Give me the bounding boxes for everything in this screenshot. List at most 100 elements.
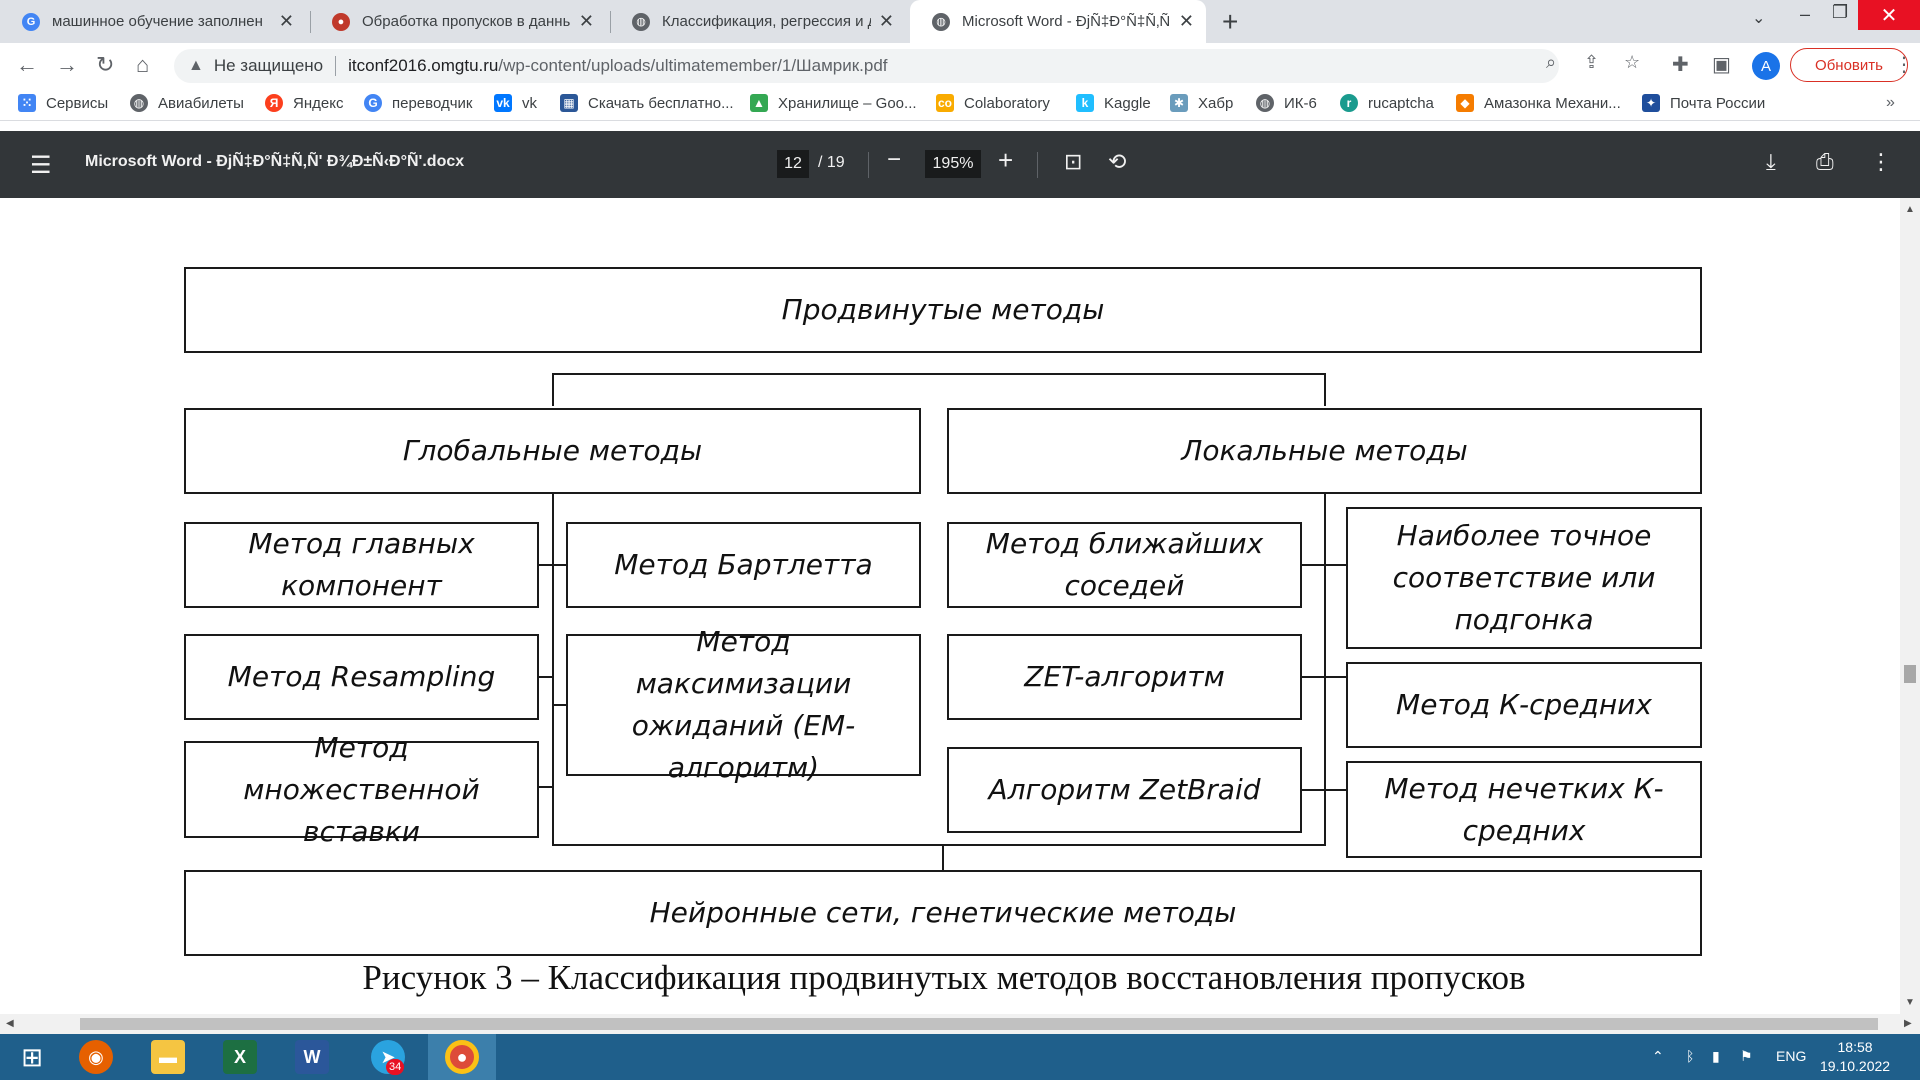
horizontal-scrollbar[interactable]: ◀ ▶ xyxy=(0,1014,1920,1034)
connector-line xyxy=(554,704,568,706)
notification-badge: 34 xyxy=(386,1059,405,1075)
clock-time: 18:58 xyxy=(1837,1039,1873,1055)
system-clock[interactable]: 18:58 19.10.2022 xyxy=(1820,1038,1890,1076)
windows-taskbar: ⊞ ◉ ▬ X W ➤ 34 ● ⌃ ᛒ ▮ ⚑ ENG 18:58 19.10… xyxy=(0,1034,1920,1080)
pdf-page-view[interactable]: Продвинутые методы Глобальные методы Лок… xyxy=(0,198,1900,1014)
browser-toolbar: ← → ↻ ⌂ ▲ Не защищено itconf2016.omgtu.r… xyxy=(0,43,1920,88)
minimize-icon[interactable]: – xyxy=(1800,4,1811,24)
zoom-icon[interactable]: ⌕ xyxy=(1546,52,1557,72)
google-icon: G xyxy=(22,12,40,31)
connector-line xyxy=(1300,564,1348,566)
tab-search-icon[interactable]: ⌄ xyxy=(1752,10,1766,27)
divider xyxy=(1037,152,1038,178)
diagram-box-method: Алгоритм ZetBraid xyxy=(947,747,1302,833)
browser-tab-active[interactable]: ◍ Microsoft Word - ÐjÑ‡Ð°Ñ‡Ñ‚Ñ ✕ xyxy=(910,0,1206,43)
update-button[interactable]: Обновить xyxy=(1790,48,1908,82)
zoom-in-button[interactable]: + xyxy=(998,145,1014,175)
bookmarks-more-icon[interactable]: » xyxy=(1886,94,1895,111)
browser-tab[interactable]: G машинное обучение заполнен ✕ xyxy=(0,0,306,43)
back-icon[interactable]: ← xyxy=(16,52,38,77)
star-icon[interactable]: ☆ xyxy=(1624,52,1641,72)
window-close-button[interactable]: ✕ xyxy=(1858,0,1920,30)
scroll-thumb[interactable] xyxy=(80,1018,1878,1030)
taskbar-app-explorer[interactable]: ▬ xyxy=(136,1034,200,1080)
grid-icon: ▦ xyxy=(560,94,578,112)
taskbar-app-word[interactable]: W xyxy=(280,1034,344,1080)
address-bar[interactable]: ▲ Не защищено itconf2016.omgtu.ru /wp-co… xyxy=(174,49,1559,83)
profile-avatar[interactable]: A xyxy=(1752,52,1780,80)
maximize-icon[interactable]: ❐ xyxy=(1832,2,1849,22)
bookmark-item[interactable]: ✱Хабр xyxy=(1170,94,1233,112)
bookmark-item[interactable]: ◆Амазонка Механи... xyxy=(1456,94,1621,112)
diagram-box-method: Метод К-средних xyxy=(1346,662,1702,748)
close-tab-icon[interactable]: ✕ xyxy=(1178,11,1194,31)
connector-line xyxy=(538,676,552,678)
close-tab-icon[interactable]: ✕ xyxy=(578,11,594,31)
close-tab-icon[interactable]: ✕ xyxy=(878,11,894,31)
tray-expand-icon[interactable]: ⌃ xyxy=(1652,1048,1664,1064)
side-panel-icon[interactable]: ▣ xyxy=(1712,54,1731,76)
extensions-icon[interactable]: ✚ xyxy=(1672,54,1689,76)
bookmark-item[interactable]: ◍Авиабилеты xyxy=(130,94,244,112)
hamburger-menu-icon[interactable]: ☰ xyxy=(30,152,52,179)
browser-tab[interactable]: ◍ Классификация, регрессия и др ✕ xyxy=(610,0,906,43)
diagram-box-root: Продвинутые методы xyxy=(184,267,1702,353)
globe-icon: ◍ xyxy=(932,12,950,31)
fit-page-icon[interactable]: ⊡ xyxy=(1064,149,1083,174)
close-tab-icon[interactable]: ✕ xyxy=(278,11,294,31)
word-icon: W xyxy=(295,1040,329,1074)
zoom-input[interactable]: 195% xyxy=(925,150,981,178)
start-button[interactable]: ⊞ xyxy=(0,1034,64,1080)
connector-line xyxy=(552,844,1326,846)
scroll-down-icon[interactable]: ▼ xyxy=(1905,997,1915,1008)
language-indicator[interactable]: ENG xyxy=(1776,1048,1807,1064)
browser-tab[interactable]: ● Обработка пропусков в данных ✕ xyxy=(310,0,606,43)
scroll-left-icon[interactable]: ◀ xyxy=(6,1018,14,1029)
print-icon[interactable]: ⎙ xyxy=(1816,149,1834,174)
bookmark-item[interactable]: ▲Хранилище – Goo... xyxy=(750,94,917,112)
flag-icon[interactable]: ⚑ xyxy=(1740,1048,1753,1064)
vertical-scrollbar[interactable]: ▲ ▼ xyxy=(1900,198,1920,1014)
taskbar-app-excel[interactable]: X xyxy=(208,1034,272,1080)
forward-icon[interactable]: → xyxy=(56,52,78,77)
diagram-box-method: Метод главных компонент xyxy=(184,522,539,608)
bluetooth-icon[interactable]: ᛒ xyxy=(1686,1048,1695,1064)
warning-icon[interactable]: ▲ xyxy=(188,57,204,74)
tab-separator xyxy=(610,11,611,33)
diagram-box-method: Метод ближайших соседей xyxy=(947,522,1302,608)
taskbar-app-firefox[interactable]: ◉ xyxy=(64,1034,128,1080)
zoom-out-button[interactable]: − xyxy=(887,146,902,173)
share-icon[interactable]: ⇪ xyxy=(1584,52,1600,72)
security-label[interactable]: Не защищено xyxy=(213,56,324,75)
rotate-icon[interactable]: ⟲ xyxy=(1108,149,1127,174)
download-icon[interactable]: ⤓ xyxy=(1766,149,1776,174)
bookmark-item[interactable]: ⁙Сервисы xyxy=(18,94,108,112)
scroll-up-icon[interactable]: ▲ xyxy=(1905,204,1915,215)
url-path[interactable]: /wp-content/uploads/ultimatemember/1/Шам… xyxy=(498,56,888,75)
scroll-right-icon[interactable]: ▶ xyxy=(1904,1018,1912,1029)
divider xyxy=(868,152,869,178)
bookmark-item[interactable]: ▦Скачать бесплатно... xyxy=(560,94,734,112)
browser-menu-icon[interactable]: ⋮ xyxy=(1894,54,1914,76)
url-host[interactable]: itconf2016.omgtu.ru xyxy=(348,56,499,75)
home-icon[interactable]: ⌂ xyxy=(136,52,150,77)
taskbar-app-chrome[interactable]: ● xyxy=(428,1034,496,1080)
scroll-thumb[interactable] xyxy=(1904,665,1916,683)
reload-icon[interactable]: ↻ xyxy=(96,52,115,77)
bookmark-item[interactable]: ✦Почта России xyxy=(1642,94,1765,112)
connector-line xyxy=(552,493,554,846)
connector-line xyxy=(1324,373,1326,406)
network-icon[interactable]: ▮ xyxy=(1712,1048,1720,1064)
apps-grid-icon: ⁙ xyxy=(18,94,36,112)
new-tab-button[interactable]: + xyxy=(1222,6,1239,37)
page-number-input[interactable]: 12 xyxy=(777,150,809,178)
more-actions-icon[interactable]: ⋮ xyxy=(1870,149,1892,174)
bookmark-item[interactable]: ◍ИК-6 xyxy=(1256,94,1317,112)
